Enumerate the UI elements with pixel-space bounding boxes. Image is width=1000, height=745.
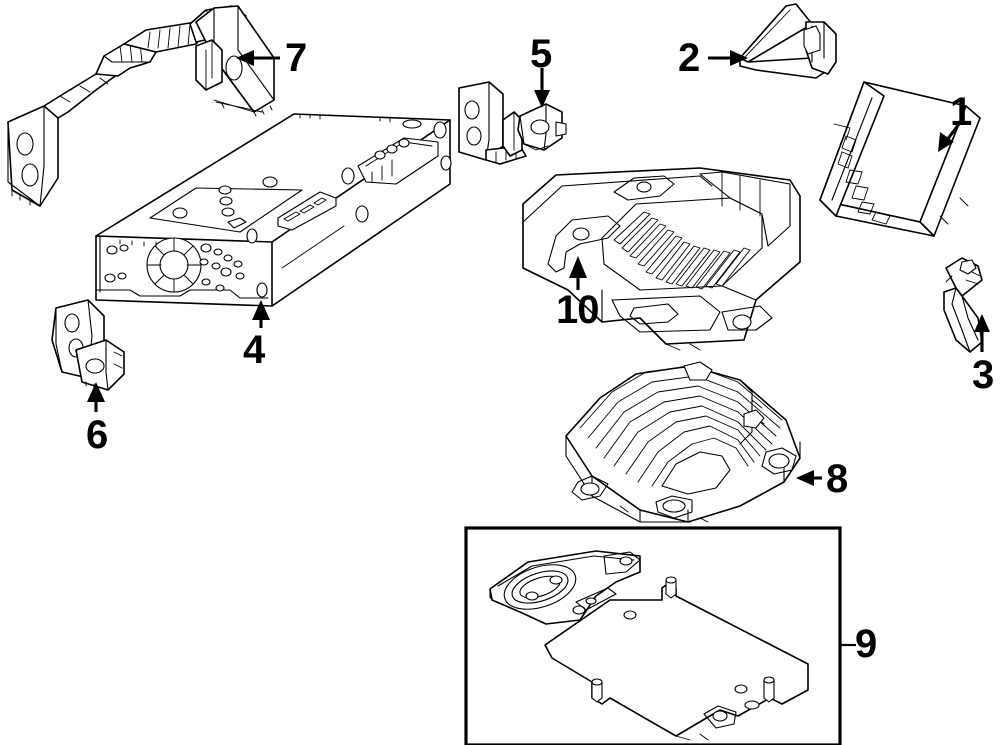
callout-number-6: 6	[86, 413, 108, 457]
callout-number-1: 1	[950, 90, 972, 134]
part-8-finned-amplifier	[565, 361, 801, 523]
leader-2	[708, 50, 748, 66]
part-7-wire-harness-bracket	[7, 5, 275, 207]
circular-connector	[146, 237, 202, 293]
part-6-lower-left-bracket	[51, 299, 125, 391]
leader-4	[252, 300, 270, 328]
callout-number-7: 7	[285, 36, 307, 80]
callout-number-5: 5	[530, 32, 552, 76]
callout-number-2: 2	[678, 36, 700, 80]
part-10-ribbed-cover-module	[522, 167, 801, 351]
callout-number-4: 4	[243, 328, 265, 372]
callout-number-9: 9	[855, 622, 877, 666]
leader-1	[938, 119, 964, 152]
part-4-main-amplifier-chassis	[95, 113, 452, 307]
part-9-inset-contents	[489, 550, 809, 741]
part-2-antenna-bracket	[739, 3, 837, 79]
leader-6	[87, 382, 105, 412]
leader-5	[534, 68, 550, 108]
callout-number-10: 10	[556, 288, 599, 332]
leader-3	[974, 314, 990, 352]
part-5-upper-clip-bracket	[458, 81, 567, 165]
callout-number-3: 3	[972, 353, 994, 397]
leader-7	[236, 50, 280, 66]
part-1-flat-control-module	[819, 81, 981, 237]
leader-8	[796, 470, 822, 486]
callout-number-8: 8	[826, 457, 848, 501]
leader-10	[569, 256, 587, 290]
part-3-right-small-bracket	[943, 257, 983, 353]
inset-box-frame	[464, 526, 842, 745]
